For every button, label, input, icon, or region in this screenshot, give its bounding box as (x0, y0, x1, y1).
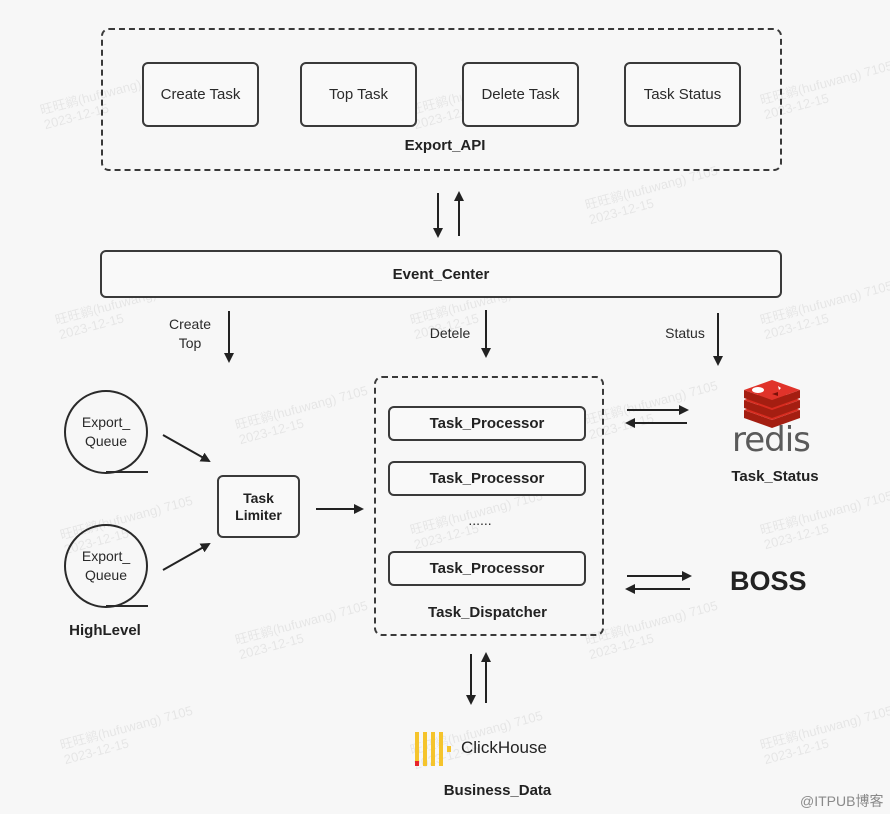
event-center-box: Event_Center (100, 250, 782, 298)
footer-credit: @ITPUB博客 (800, 793, 884, 809)
task-dispatcher-title: Task_Dispatcher (428, 604, 547, 621)
redis-cube-icon (744, 380, 800, 428)
task-status-button[interactable]: Task Status (624, 62, 741, 127)
watermark: 旺旺鹟(hufuwang) 7105 2023-12-15 (758, 487, 890, 553)
task-dispatcher-group (374, 376, 604, 636)
clickhouse-logo-text: ClickHouse (461, 738, 547, 757)
watermark: 旺旺鹟(hufuwang) 7105 2023-12-15 (758, 702, 890, 768)
export-queue-label: Export_ Queue (81, 548, 131, 583)
edge-label-status: Status (665, 325, 705, 341)
clickhouse-bars-icon (415, 732, 451, 766)
business-data-label: Business_Data (443, 782, 552, 799)
arrow-queue2-to-limiter (162, 543, 211, 571)
watermark: 旺旺鹟(hufuwang) 7105 2023-12-15 (583, 162, 720, 228)
task-limiter-label: Task Limiter (235, 489, 282, 523)
watermark: 旺旺鹟(hufuwang) 7105 2023-12-15 (58, 702, 195, 768)
boss-label: BOSS (730, 566, 807, 596)
create-task-button[interactable]: Create Task (142, 62, 259, 127)
watermark: 旺旺鹟(hufuwang) 7105 2023-12-15 (583, 377, 720, 443)
highlevel-label: HighLevel (69, 622, 141, 639)
edge-label-create-top: Create Top (168, 316, 212, 351)
delete-task-button[interactable]: Delete Task (462, 62, 579, 127)
export-api-title: Export_API (404, 137, 486, 154)
export-queue-label: Export_ Queue (81, 414, 131, 449)
redis-logo-text: redis (732, 420, 811, 460)
export-api-group (101, 28, 782, 171)
queue-tail (106, 605, 148, 607)
task-processor-2: Task_Processor (388, 461, 586, 496)
edge-label-delete: Detele (429, 325, 471, 341)
task-limiter-box: Task Limiter (217, 475, 300, 538)
processor-ellipsis: ...... (468, 512, 492, 528)
export-queue-1: Export_ Queue (64, 390, 148, 474)
watermark: 旺旺鹟(hufuwang) 7105 2023-12-15 (233, 382, 370, 448)
export-queue-2: Export_ Queue (64, 524, 148, 608)
task-processor-1: Task_Processor (388, 406, 586, 441)
queue-tail (106, 471, 148, 473)
watermark: 旺旺鹟(hufuwang) 7105 2023-12-15 (583, 597, 720, 663)
top-task-button[interactable]: Top Task (300, 62, 417, 127)
watermark: 旺旺鹟(hufuwang) 7105 2023-12-15 (233, 597, 370, 663)
event-center-title: Event_Center (392, 265, 490, 283)
task-status-label: Task_Status (731, 468, 819, 485)
arrow-queue1-to-limiter (162, 434, 211, 462)
task-processor-3: Task_Processor (388, 551, 586, 586)
